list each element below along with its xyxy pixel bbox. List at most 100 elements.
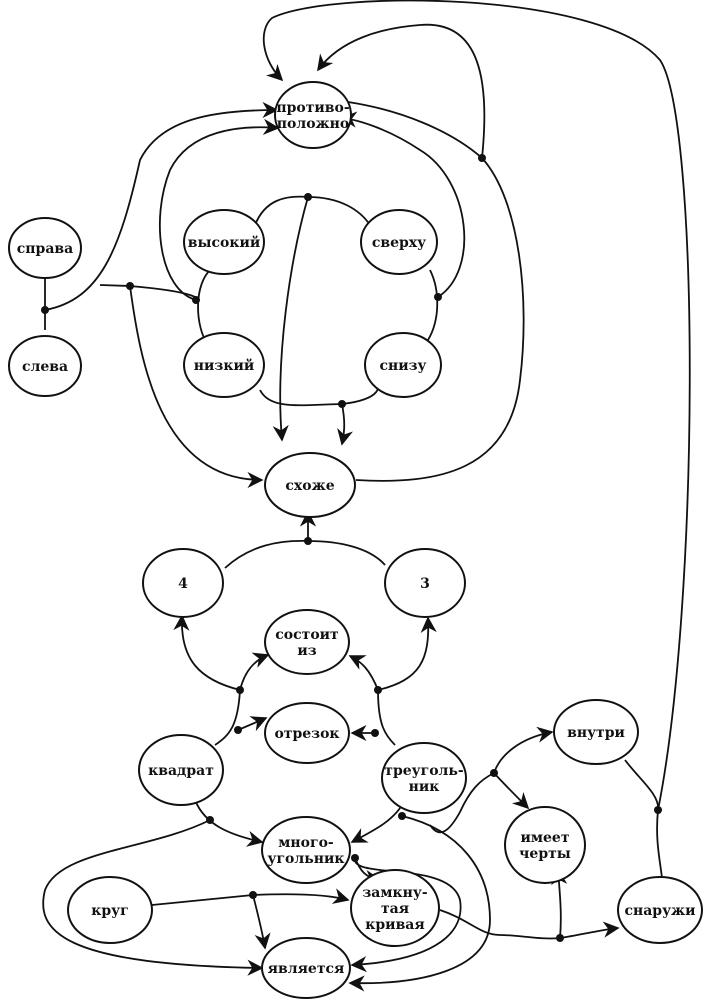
node-outside: снаружи: [617, 876, 703, 944]
node-label: положно: [277, 116, 350, 132]
node-label: сверху: [372, 235, 426, 251]
node-label: слева: [22, 359, 68, 375]
node-label: из: [297, 643, 316, 659]
node-label: тая: [381, 901, 409, 917]
node-opposite: противо-положно: [274, 81, 352, 149]
node-bottom: снизу: [364, 332, 442, 398]
junction-dots: [41, 154, 662, 942]
node-ellipse: [138, 734, 224, 806]
node-four: 4: [142, 548, 224, 618]
node-label: внутри: [567, 725, 625, 741]
edge-circle-to-is: [252, 894, 271, 950]
node-label: угольник: [268, 851, 345, 867]
edge-left-dot-to-similar: [99, 284, 199, 301]
node-ellipse: [350, 869, 440, 947]
node-similar: схоже: [264, 452, 356, 518]
node-ellipse: [67, 876, 153, 944]
junction-dot: [206, 816, 214, 824]
node-label: справа: [17, 241, 73, 257]
edge-high-top-to-similar: [272, 196, 309, 442]
edge-square-to-four: [173, 614, 241, 691]
edge-opposite-right-dot: [347, 101, 483, 159]
edge-low-bottom-link: [259, 379, 379, 407]
node-label: имеет: [520, 830, 569, 846]
edge-square-to-segment: [237, 716, 268, 732]
node-ellipse: [364, 332, 442, 398]
node-ellipse: [274, 81, 352, 149]
node-is: является: [261, 937, 351, 999]
edge-dot-to-has-features-2: [493, 772, 530, 810]
junction-dot: [338, 400, 346, 408]
node-ellipse: [360, 209, 438, 275]
edge-triangle-consists: [348, 655, 379, 691]
junction-dot: [304, 193, 312, 201]
junction-dot: [654, 806, 662, 814]
edge-polygon-to-closed-curve: [350, 857, 462, 973]
node-label: схоже: [285, 478, 334, 494]
node-low: низкий: [183, 332, 265, 398]
edge-square-to-is: [42, 819, 264, 976]
junction-dot: [351, 854, 359, 862]
node-triangle: треуголь-ник: [381, 742, 467, 814]
node-left: слева: [8, 335, 82, 397]
edge-squiggle: [429, 772, 495, 834]
node-polygon: много-угольник: [261, 816, 351, 884]
edge-low-bottom-to-similar: [337, 403, 353, 446]
node-label: состоит: [275, 627, 339, 643]
node-label: отрезок: [274, 726, 339, 742]
edge-dot-to-similar-left: [129, 285, 264, 489]
node-right: справа: [8, 217, 82, 279]
node-ellipse: [8, 217, 82, 279]
node-label: круг: [91, 903, 128, 919]
junction-dot: [374, 686, 382, 694]
junction-dot: [556, 934, 564, 942]
edge-dot-to-similar-right: [355, 157, 525, 482]
junction-dot: [41, 306, 49, 314]
node-ellipse: [261, 816, 351, 884]
junction-dot: [304, 537, 312, 545]
node-ellipse: [504, 806, 586, 884]
edge-closed-curve-to-outside: [439, 909, 620, 940]
node-label: снизу: [379, 358, 426, 374]
node-inside: внутри: [553, 699, 639, 765]
edges: [42, 0, 691, 992]
edge-dot-to-inside: [493, 726, 554, 774]
junction-dot: [249, 891, 257, 899]
edge-triangle-to-three: [377, 616, 437, 691]
node-segment: отрезок: [264, 702, 350, 764]
node-ellipse: [384, 548, 466, 618]
node-label: много-: [278, 835, 334, 851]
node-ellipse: [553, 699, 639, 765]
node-ellipse: [381, 742, 467, 814]
node-label: 4: [178, 576, 188, 592]
edge-square-segment-link: [214, 689, 241, 746]
edge-triangle-to-is: [348, 815, 491, 992]
node-label: 3: [420, 576, 430, 592]
node-label: треуголь-: [384, 763, 464, 779]
junction-dot: [192, 296, 200, 304]
node-top: сверху: [360, 209, 438, 275]
junction-dot: [434, 293, 442, 301]
node-ellipse: [617, 876, 703, 944]
node-label: ник: [409, 779, 440, 795]
edge-triangle-to-polygon: [350, 799, 406, 843]
junction-dot: [478, 154, 486, 162]
node-label: противо-: [276, 100, 349, 116]
junction-dot: [371, 729, 379, 737]
edge-inside-outside-link: [624, 759, 663, 879]
edge-high-top-link: [254, 195, 371, 226]
edge-loop-right-to-opposite: [317, 23, 486, 159]
junction-dot: [490, 769, 498, 777]
node-ellipse: [8, 335, 82, 397]
junction-dot: [126, 282, 134, 290]
node-ellipse: [264, 452, 356, 518]
node-circle: круг: [67, 876, 153, 944]
node-label: квадрат: [148, 763, 214, 779]
node-high: высокий: [183, 209, 265, 275]
edge-high-low-link: [197, 269, 211, 341]
junction-dot: [398, 812, 406, 820]
nodes: противо-положно справа слева высокий сверху н…: [8, 81, 703, 999]
